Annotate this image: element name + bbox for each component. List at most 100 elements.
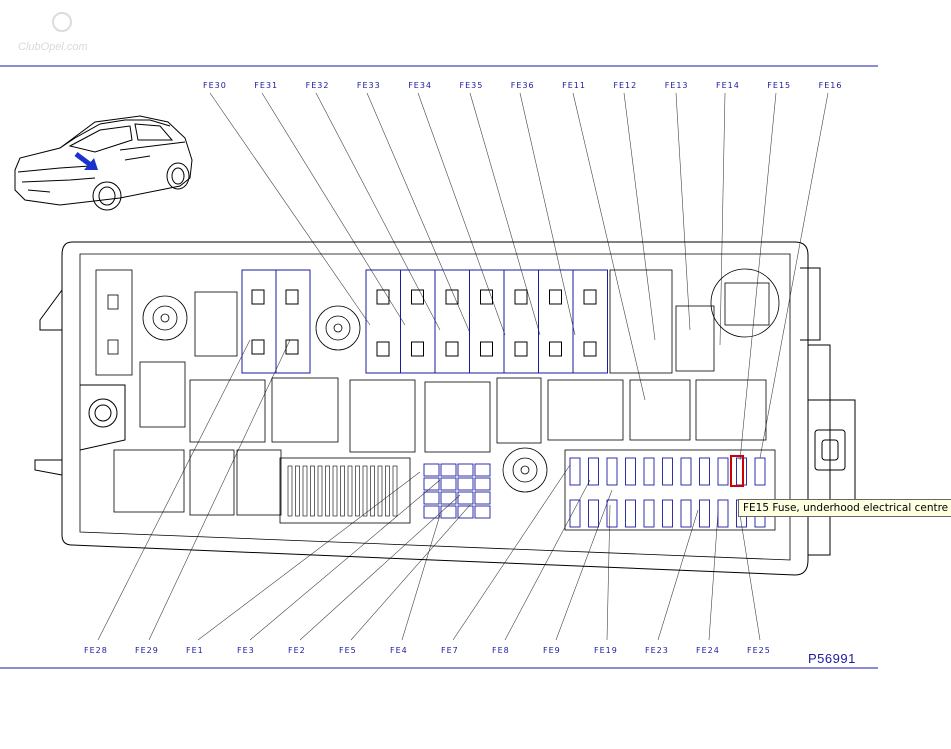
mini-fuse: [606, 457, 618, 486]
label-fe24: FE24: [696, 646, 720, 655]
label-fe11: FE11: [562, 81, 586, 90]
maxi-fuse: [572, 269, 608, 374]
car-locator-icon: [14, 115, 193, 211]
vent-slot: [355, 465, 360, 517]
watermark: ClubOpel.com: [18, 12, 88, 53]
fuse-blade: [411, 289, 424, 305]
maxi-fuse: [538, 269, 574, 374]
mini-fuse: [717, 499, 729, 528]
mini-fuse: [423, 505, 440, 519]
mini-fuse: [423, 463, 440, 477]
vent-slot: [385, 465, 390, 517]
mini-fuses-left: [423, 463, 491, 519]
fuse-blade: [376, 341, 390, 357]
mini-fuses-right: [569, 457, 766, 528]
mini-fuse: [474, 477, 491, 491]
mini-fuse: [440, 477, 457, 491]
mini-fuse: [457, 463, 474, 477]
label-fe32: FE32: [306, 81, 330, 90]
mini-fuse: [569, 457, 581, 486]
vent-slot: [287, 465, 293, 517]
fuse-blade: [514, 341, 528, 357]
fuse-blade: [583, 341, 597, 357]
leader-lines: [97, 92, 829, 641]
label-fe7: FE7: [441, 646, 459, 655]
mini-fuse: [643, 499, 655, 528]
fuse-blade: [480, 341, 493, 357]
vent-slot: [392, 465, 398, 517]
vent-grille: [287, 465, 398, 517]
mini-fuse: [699, 457, 710, 486]
label-fe30: FE30: [203, 81, 227, 90]
mini-fuse: [457, 477, 474, 491]
label-fe12: FE12: [613, 81, 637, 90]
fuse-blade: [480, 289, 493, 305]
fuse-blade: [549, 341, 562, 357]
fuse-tooltip: FE15 Fuse, underhood electrical centre: [738, 499, 951, 517]
fuse-blade: [445, 289, 459, 305]
fuse-box-housing: [34, 241, 856, 576]
vent-slot: [295, 465, 300, 517]
mini-fuse: [474, 505, 491, 519]
label-fe2: FE2: [288, 646, 306, 655]
mini-fuse: [699, 499, 710, 528]
maxi-fuses-left: [241, 269, 311, 374]
label-fe16: FE16: [819, 81, 843, 90]
fuse-blade: [445, 341, 459, 357]
vent-slot: [317, 465, 323, 517]
vent-slot: [362, 465, 368, 517]
vent-slot: [310, 465, 315, 517]
mini-fuse: [625, 499, 636, 528]
mini-fuse: [588, 499, 599, 528]
mini-fuse: [588, 457, 599, 486]
vent-slot: [377, 465, 383, 517]
label-fe9: FE9: [543, 646, 561, 655]
label-fe4: FE4: [390, 646, 408, 655]
label-fe35: FE35: [460, 81, 484, 90]
label-fe15: FE15: [767, 81, 791, 90]
mini-fuse: [643, 457, 655, 486]
label-fe29: FE29: [135, 646, 159, 655]
mini-fuse: [474, 463, 491, 477]
vent-slot: [340, 465, 345, 517]
mini-fuse: [423, 491, 440, 505]
fe15-fuse-highlight[interactable]: [730, 455, 744, 487]
mini-fuse: [440, 491, 457, 505]
label-fe3: FE3: [237, 646, 255, 655]
fuse-blade: [549, 289, 562, 305]
mini-fuse: [680, 457, 692, 486]
maxi-fuse: [400, 269, 436, 374]
mini-fuse: [680, 499, 692, 528]
fuse-blade: [376, 289, 390, 305]
label-fe25: FE25: [747, 646, 771, 655]
components: [95, 268, 780, 531]
fuse-blade: [583, 289, 597, 305]
label-fe8: FE8: [492, 646, 510, 655]
label-fe19: FE19: [594, 646, 618, 655]
label-fe34: FE34: [408, 81, 432, 90]
fuse-blade: [411, 341, 424, 357]
mini-fuse: [662, 499, 673, 528]
label-fe13: FE13: [665, 81, 689, 90]
mini-fuse: [662, 457, 673, 486]
maxi-fuses-right: [365, 269, 608, 374]
vent-slot: [347, 465, 353, 517]
vent-slot: [370, 465, 375, 517]
mini-fuse: [717, 457, 729, 486]
mini-fuse: [457, 505, 474, 519]
mini-fuse: [440, 505, 457, 519]
maxi-fuse: [434, 269, 470, 374]
label-fe33: FE33: [357, 81, 381, 90]
label-fe31: FE31: [254, 81, 278, 90]
vent-slot: [332, 465, 338, 517]
mini-fuse: [754, 457, 766, 486]
mini-fuse: [606, 499, 618, 528]
label-fe28: FE28: [84, 646, 108, 655]
label-fe1: FE1: [186, 646, 204, 655]
mini-fuse: [569, 499, 581, 528]
mini-fuse: [457, 491, 474, 505]
label-fe23: FE23: [645, 646, 669, 655]
